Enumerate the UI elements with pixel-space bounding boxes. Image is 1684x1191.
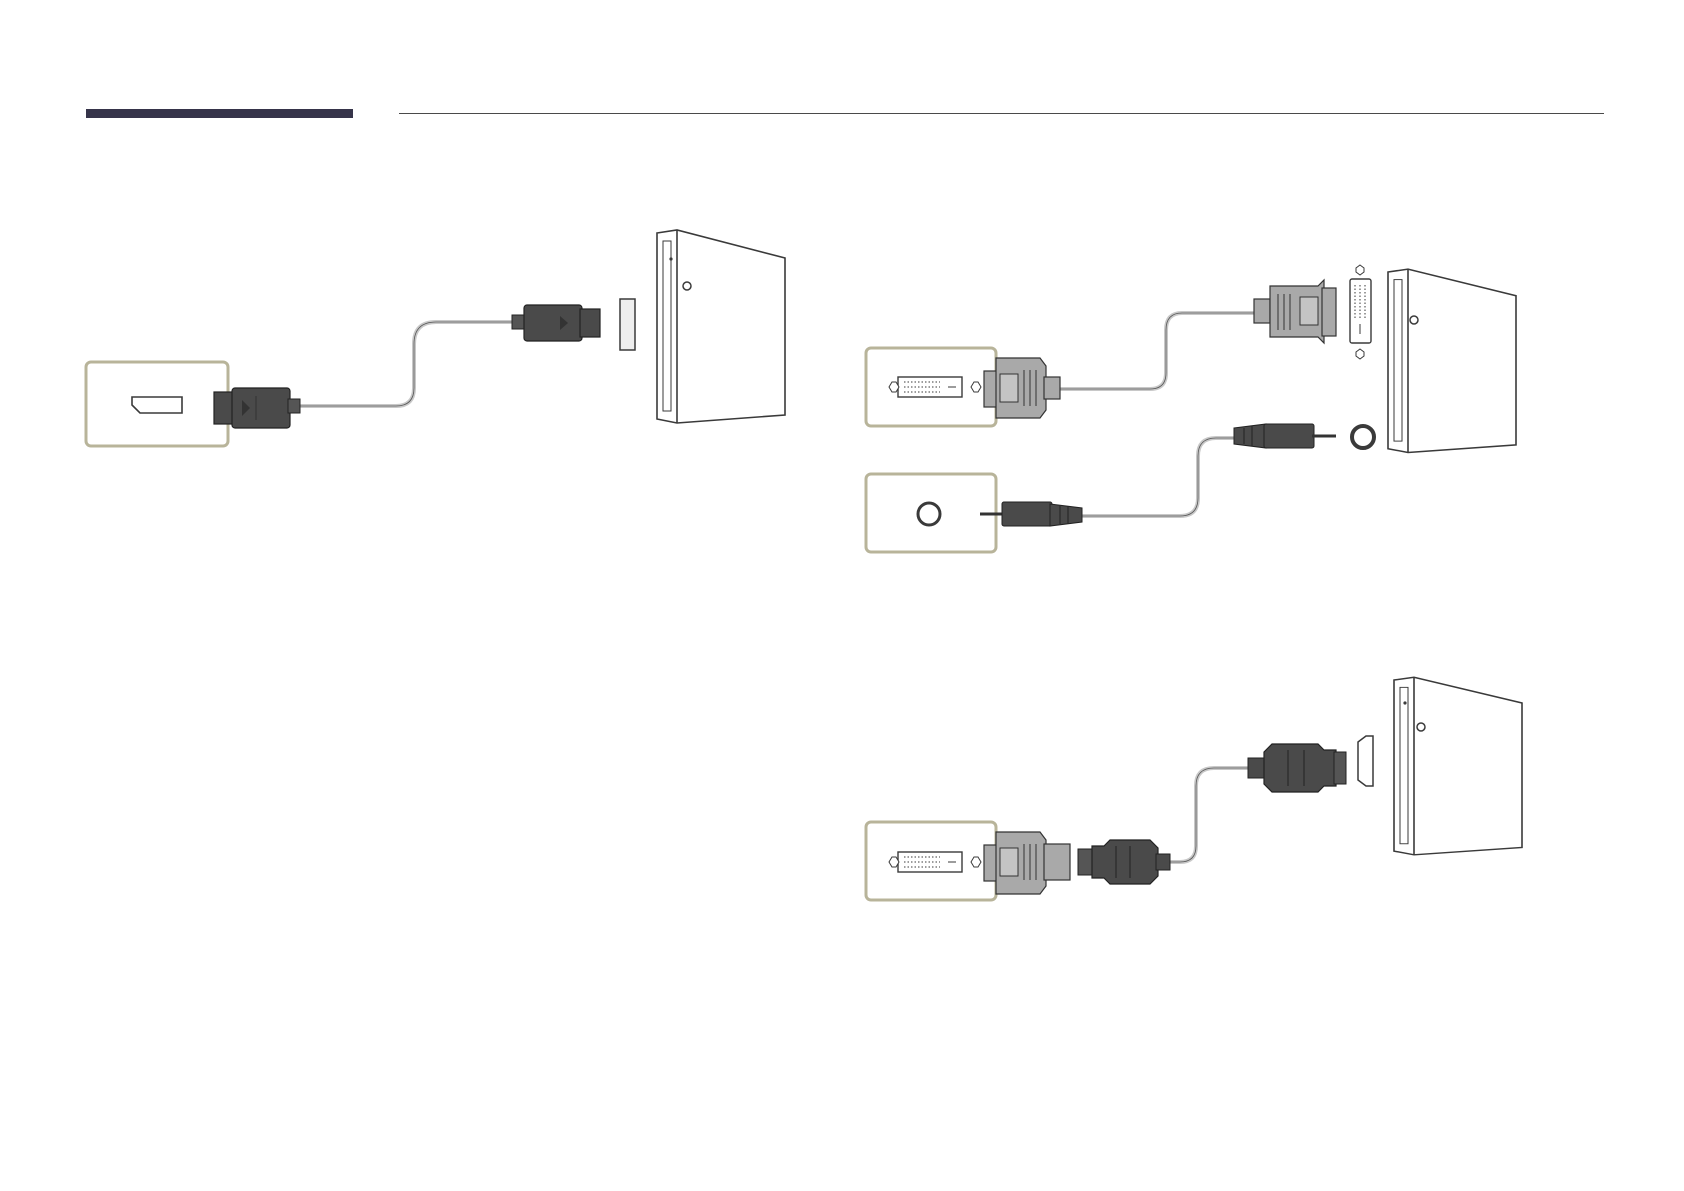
displayport-port-icon xyxy=(132,397,182,413)
dvi-plug-left-icon xyxy=(984,358,1060,418)
audio-cable xyxy=(1080,438,1240,516)
pc-tower-3 xyxy=(1394,677,1522,855)
displayport-plug-left-icon xyxy=(214,388,300,428)
dvi-plug-right-icon xyxy=(1254,280,1336,343)
displayport-plug-right-icon xyxy=(512,305,600,341)
pc-dvi-socket-icon xyxy=(1350,265,1371,359)
dvi-adapter-plug-icon xyxy=(984,832,1070,894)
audio-plug-right-icon xyxy=(1234,424,1336,448)
pc-power-led xyxy=(669,257,672,260)
pc-audio-jack-icon xyxy=(1352,426,1374,448)
hdmi-dvi-adapter-connection-diagram xyxy=(866,677,1522,900)
displayport-connection-diagram xyxy=(86,230,785,446)
audio-jack-port-icon xyxy=(918,503,940,525)
hdmi-plug-right-icon xyxy=(1248,744,1346,792)
hdmi-plug-left-icon xyxy=(1078,840,1170,884)
pc-tower-1 xyxy=(657,230,785,423)
pc-power-led-3 xyxy=(1403,701,1406,704)
dvi-cable xyxy=(1060,313,1260,389)
dvi-audio-connection-diagram xyxy=(866,265,1516,552)
pc-displayport-socket xyxy=(620,299,635,350)
pc-hdmi-socket-icon xyxy=(1358,736,1373,786)
pc-power-button-2 xyxy=(1410,316,1418,324)
displayport-cable xyxy=(298,322,516,406)
pc-tower-2 xyxy=(1388,269,1516,452)
pc-power-button xyxy=(683,282,691,290)
hdmi-cable xyxy=(1170,768,1256,862)
pc-power-button-3 xyxy=(1417,723,1425,731)
